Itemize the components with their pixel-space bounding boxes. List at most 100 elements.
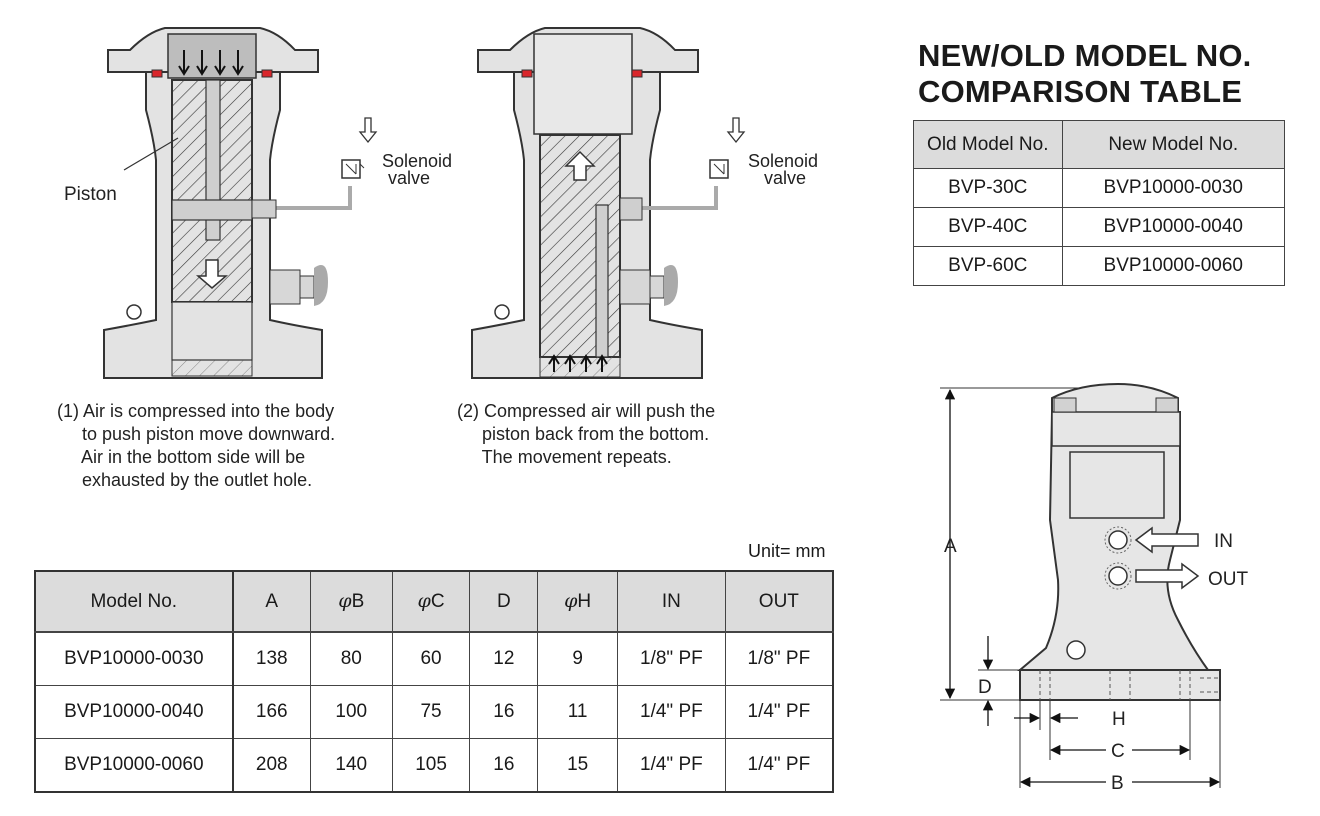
old-model-cell: BVP-60C (913, 246, 1063, 286)
caption-line: to push piston move downward. (57, 424, 336, 444)
dimension-drawing-svg: IN OUT A D H C B (940, 382, 1249, 794)
out-label: OUT (1208, 569, 1249, 590)
caption-line: piston back from the bottom. (457, 424, 710, 444)
caption-line: (2) Compressed air will push the (457, 401, 716, 421)
dim-d-cell: 16 (469, 685, 539, 739)
spec-table: Model No. A φB φC D φH IN OUT BVP10000-0… (34, 570, 834, 793)
dim-b-cell: 100 (309, 685, 393, 739)
phi-symbol: φ (417, 590, 431, 612)
solenoid-label-line2: valve (388, 168, 430, 188)
table-row: BVP-40C BVP10000-0040 (913, 207, 1286, 247)
dim-a-cell: 138 (232, 631, 311, 686)
table-row: BVP10000-0040 166 100 75 16 11 1/4" PF 1… (34, 685, 834, 739)
old-model-cell: BVP-40C (913, 207, 1063, 247)
operation-diagram-2: Solenoid valve (440, 20, 860, 390)
solenoid-label-line1: Solenoid (382, 151, 452, 171)
air-up-arrows (548, 354, 608, 372)
caption-line: Air in the bottom side will be (57, 447, 306, 467)
dim-a-cell: 166 (232, 685, 311, 739)
dim-h-cell: 11 (537, 685, 619, 739)
out-port-cell: 1/4" PF (724, 738, 834, 793)
exhaust-plug (171, 359, 253, 377)
model-cell: BVP10000-0030 (34, 631, 234, 686)
outlet-fitting (269, 265, 328, 306)
solenoid-valve-icon (341, 117, 378, 179)
comparison-header-row: Old Model No. New Model No. (913, 120, 1286, 169)
solenoid-label-line2: valve (764, 168, 806, 188)
column-header: New Model No. (1061, 120, 1286, 169)
base-plate (1019, 669, 1221, 701)
column-header: D (469, 570, 539, 633)
diagram-1-caption: (1) Air is compressed into the body to p… (57, 400, 335, 492)
dim-c-cell: 75 (391, 685, 471, 739)
operation-diagram-1: Piston Solenoid valve (60, 20, 480, 390)
in-port-cell: 1/8" PF (617, 631, 726, 686)
phi-symbol: φ (338, 590, 352, 612)
outlet-fitting (619, 265, 678, 306)
solenoid-label-line1: Solenoid (748, 151, 818, 171)
dim-h-cell: 15 (537, 738, 619, 793)
dim-c-cell: 105 (391, 738, 471, 793)
dim-d-cell: 16 (469, 738, 539, 793)
solenoid-valve-icon (709, 117, 746, 179)
in-label: IN (1214, 531, 1233, 552)
diagram-2-caption: (2) Compressed air will push the piston … (457, 400, 715, 469)
dim-c-label: C (1111, 741, 1125, 762)
comparison-title-line2: COMPARISON TABLE (918, 74, 1243, 109)
dim-h-label: H (1112, 709, 1126, 730)
operation-diagram-1-svg: Piston Solenoid valve (64, 27, 452, 379)
seal-right (261, 69, 273, 78)
comparison-table: Old Model No. New Model No. BVP-30C BVP1… (913, 120, 1286, 286)
dim-b-cell: 140 (309, 738, 393, 793)
column-header-text: H (577, 591, 592, 612)
table-row: BVP-30C BVP10000-0030 (913, 168, 1286, 208)
air-in-arrows (178, 50, 244, 76)
table-row: BVP10000-0060 208 140 105 16 15 1/4" PF … (34, 738, 834, 793)
new-model-cell: BVP10000-0060 (1061, 246, 1286, 286)
column-header: IN (617, 570, 726, 633)
table-row: BVP-60C BVP10000-0060 (913, 246, 1286, 286)
in-port-cell: 1/4" PF (617, 685, 726, 739)
model-cell: BVP10000-0060 (34, 738, 234, 793)
in-port (1108, 530, 1128, 550)
column-header: A (232, 570, 311, 633)
out-port-cell: 1/4" PF (724, 685, 834, 739)
piston-up-arrow (564, 150, 596, 181)
column-header: φC (391, 570, 471, 633)
table-row: BVP10000-0030 138 80 60 12 9 1/8" PF 1/8… (34, 631, 834, 686)
piston-down-arrow (195, 259, 229, 289)
model-cell: BVP10000-0040 (34, 685, 234, 739)
column-header: OUT (724, 570, 834, 633)
seal-left (151, 69, 163, 78)
spec-header-row: Model No. A φB φC D φH IN OUT (34, 570, 834, 633)
dim-d-cell: 12 (469, 631, 539, 686)
caption-line: The movement repeats. (457, 447, 672, 467)
phi-symbol: φ (564, 590, 578, 612)
dim-a-label: A (944, 536, 957, 557)
dim-d-label: D (978, 677, 992, 698)
column-header: φH (537, 570, 619, 633)
caption-line: exhausted by the outlet hole. (57, 470, 313, 490)
piston-label: Piston (64, 184, 117, 205)
dim-b-label: B (1111, 773, 1124, 794)
comparison-title: NEW/OLD MODEL NO. COMPARISON TABLE (918, 38, 1252, 110)
unit-label: Unit= mm (748, 541, 826, 561)
new-model-cell: BVP10000-0040 (1061, 207, 1286, 247)
column-header-text: B (351, 591, 365, 612)
dim-b-cell: 80 (309, 631, 393, 686)
column-header: φB (309, 570, 393, 633)
out-port-cell: 1/8" PF (724, 631, 834, 686)
comparison-title-line1: NEW/OLD MODEL NO. (918, 38, 1252, 73)
column-header: Old Model No. (913, 120, 1063, 169)
old-model-cell: BVP-30C (913, 168, 1063, 208)
dim-h-cell: 9 (537, 631, 619, 686)
out-port (1108, 566, 1128, 586)
dim-c-cell: 60 (391, 631, 471, 686)
in-port-cell: 1/4" PF (617, 738, 726, 793)
dim-a-cell: 208 (232, 738, 311, 793)
out-arrow-icon (1135, 562, 1200, 590)
operation-diagram-2-svg: Solenoid valve (471, 27, 818, 379)
new-model-cell: BVP10000-0030 (1061, 168, 1286, 208)
dimension-drawing: IN OUT A D H C B (930, 380, 1270, 800)
column-header-text: C (430, 591, 445, 612)
